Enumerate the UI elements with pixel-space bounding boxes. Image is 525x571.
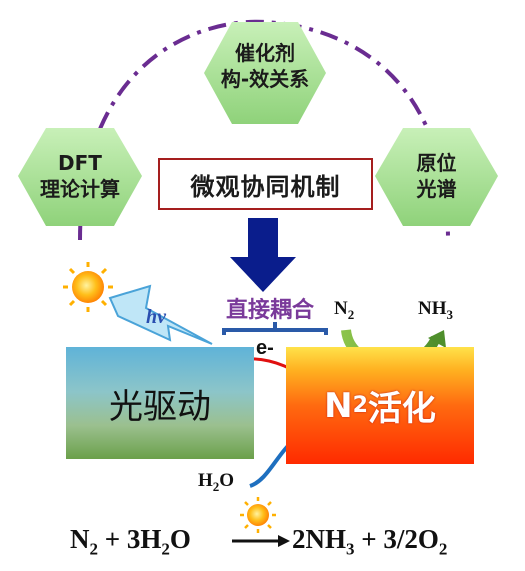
hex-right-line1: 原位 [416,151,457,175]
mechanism-label: 微观协同机制 [190,172,341,201]
electron-label: e- [256,337,274,359]
sun-icon [63,262,113,312]
reactant-n2-sub: 2 [347,306,355,322]
hex-right-line2: 光谱 [416,177,457,201]
mechanism-box: 微观协同机制 [158,158,373,210]
light-driven-box: 光驱动 [66,347,254,459]
hexagon-left [18,128,142,226]
water-tail: O [219,470,235,491]
hex-top-text: 催化剂 构-效关系 [204,40,326,92]
equation-sun-icon [240,497,276,533]
product-nh3-base: NH [418,298,447,319]
coupling-bracket [222,322,328,335]
down-arrow [230,218,296,292]
n2-activation-prefix: N [324,385,353,426]
n2-activation-sub: 2 [352,393,368,418]
product-nh3: NH3 [418,298,453,323]
eq-rhs-b: + 3/2O [354,524,439,554]
hex-left-line1: DFT [58,151,102,175]
dashdot-arc [78,19,450,241]
hex-left-text: DFT 理论计算 [18,150,142,202]
hv-label: hν [146,306,166,328]
hex-top-line2: 构-效关系 [220,67,310,91]
hexagon-top [204,22,326,124]
water-base: H [198,470,213,491]
hex-top-line1: 催化剂 [235,41,295,65]
water-label: H2O [198,470,234,495]
eq-rhs-a-sub: 3 [346,539,355,559]
eq-lhs-plus: + 3H [98,524,162,554]
hex-right-text: 原位 光谱 [375,150,498,202]
eq-lhs-o: O [169,524,191,554]
coupling-label: 直接耦合 [225,298,314,323]
hex-left-line2: 理论计算 [40,177,120,201]
eq-rhs-b-sub: 2 [438,539,448,559]
hexagon-right [375,128,498,226]
equation-lhs: N2 + 3H2O [70,524,191,559]
equation-rhs: 2NH3 + 3/2O2 [292,524,447,559]
product-nh3-sub: 3 [446,306,454,322]
reaction-equation: N2 + 3H2O 2NH3 + 3/2O2 [70,520,490,560]
light-driven-label: 光驱动 [109,386,211,427]
eq-rhs-a: 2NH [292,524,346,554]
eq-lhs-h-sub: 2 [161,539,170,559]
reactant-n2: N2 [334,298,354,323]
n2-activation-suffix: 活化 [367,389,436,429]
eq-lhs-n: N [70,524,90,554]
lightning-bolt [108,284,213,345]
reactant-n2-base: N [334,298,348,319]
water-sub: 2 [212,478,220,494]
eq-lhs-n-sub: 2 [89,539,99,559]
